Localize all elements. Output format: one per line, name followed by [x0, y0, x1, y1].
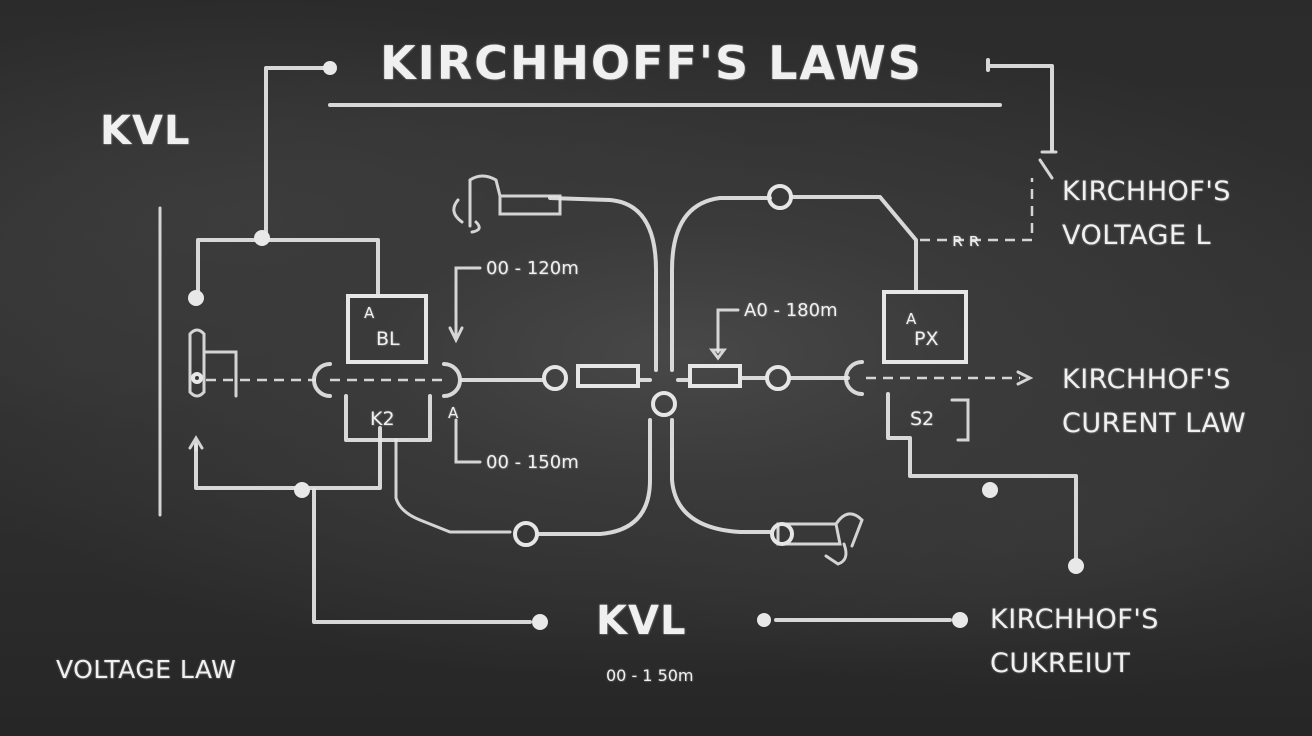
bracket-right — [950, 398, 970, 442]
node-left-top — [254, 230, 270, 246]
node-ring-right — [765, 365, 791, 391]
pointer-top-left — [448, 266, 482, 344]
box-right-top-mark: A — [906, 310, 917, 328]
box-left-top-mark: A — [364, 304, 375, 322]
wire-left-top-loop — [196, 238, 380, 302]
probe-top-left — [452, 174, 562, 234]
node-bottom-right — [757, 613, 771, 627]
label-right-top-2: VOLTAGE L — [1062, 220, 1212, 251]
switch-left-knob — [191, 372, 203, 384]
box-right-top-label: PX — [914, 328, 939, 350]
junction-left-a — [312, 362, 332, 398]
page-title: KIRCHHOFF'S LAWS — [380, 36, 923, 90]
pointer-top-right-head — [709, 348, 727, 361]
label-right-middle-1: KIRCHHOF'S — [1062, 364, 1231, 395]
node-ring-left — [542, 365, 568, 391]
pointer-top-right — [716, 308, 740, 354]
arrow-right — [1016, 370, 1034, 386]
wire-right-bracket — [1038, 150, 1058, 180]
component-box-left-top — [346, 294, 428, 364]
box-right-bottom-label: S2 — [910, 408, 935, 430]
box-left-bottom-label: K2 — [370, 408, 395, 430]
component-box-right-bottom — [886, 392, 1078, 562]
label-kvl-bottom-center: KVL — [596, 598, 687, 644]
wire-left-diag — [394, 438, 512, 534]
switch-left — [188, 328, 238, 398]
node-ring-bottom-left — [513, 521, 539, 547]
node-ring-center — [651, 391, 677, 417]
node-bottom-center — [532, 614, 548, 630]
resistor-left — [576, 364, 640, 388]
node-ring-top-right — [767, 184, 793, 210]
wire-bottom-left — [312, 488, 532, 624]
node-right-bottom — [1068, 558, 1084, 574]
label-right-top-1: KIRCHHOF'S — [1062, 176, 1231, 207]
node-bottom-right-end — [952, 612, 968, 628]
probe-bottom-right — [776, 512, 864, 566]
pointer-bottom-left — [454, 418, 482, 464]
dashed-feed-top-right — [920, 178, 1034, 242]
bow-right — [670, 196, 772, 372]
bow-right-bottom — [670, 418, 772, 534]
measure-top-right: A0 - 180m — [744, 300, 838, 321]
node-title-left — [323, 61, 337, 75]
measure-bottom-center: 00 - 1 50m — [606, 666, 694, 685]
wire-top-right — [790, 195, 918, 294]
wire-left-bottom-loop — [194, 426, 382, 490]
node-ring-bottom-right — [770, 522, 794, 546]
label-right-middle-2: CURENT LAW — [1062, 408, 1247, 439]
label-kvl-top-left: KVL — [100, 108, 191, 154]
component-box-left-bottom — [344, 394, 432, 442]
box-left-top-label: BL — [376, 328, 400, 350]
node-right-mid — [982, 482, 998, 498]
label-right-bottom-1: KIRCHHOF'S — [990, 604, 1159, 635]
wire-title-left — [264, 66, 332, 238]
component-box-right-top — [882, 290, 968, 364]
measure-bottom-left: 00 - 150m — [486, 452, 579, 473]
arrow-mark: A — [448, 404, 459, 422]
junction-right — [844, 360, 864, 396]
wire-title-right — [986, 58, 1054, 152]
label-voltage-law: VOLTAGE LAW — [56, 655, 237, 684]
wire-bottom-arc-left — [536, 418, 652, 536]
measure-top-left: 00 - 120m — [486, 258, 579, 279]
label-right-bottom-2: CUKREIUT — [990, 648, 1131, 679]
bow-left — [548, 196, 658, 372]
dashed-marker: ʀ ʀ — [952, 230, 980, 251]
arrow-up-left — [188, 435, 204, 452]
resistor-right — [688, 364, 742, 388]
node-left-bottom — [294, 482, 310, 498]
node-left-side — [188, 290, 204, 306]
junction-left-b — [442, 362, 462, 398]
